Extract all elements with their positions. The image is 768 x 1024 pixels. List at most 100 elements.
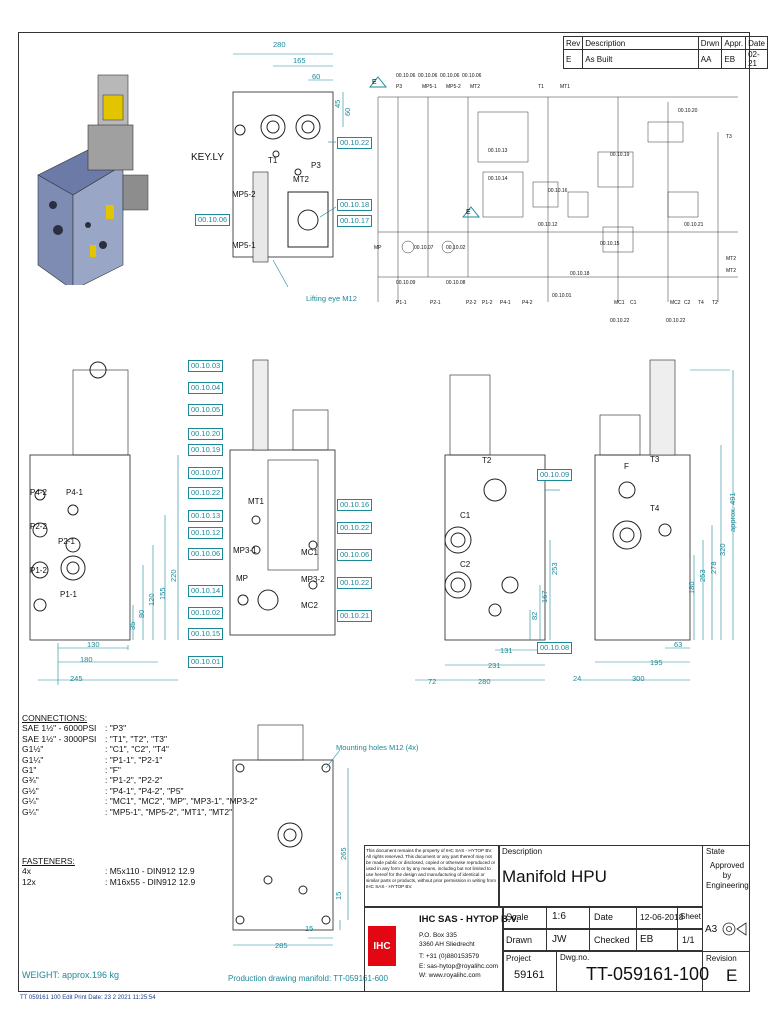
hydraulic-schematic — [368, 76, 738, 302]
connection-row: G½": "P4-1", "P4-2", "P5" — [22, 786, 258, 796]
port-label: MT1 — [248, 497, 264, 506]
schematic-code: 00.10.15 — [600, 241, 620, 247]
dim-label: 280 — [478, 677, 491, 686]
part-tag: 00.10.22 — [188, 487, 224, 499]
rev-cell: EB — [721, 49, 747, 69]
connection-ports: : "P1-2", "P2-2" — [105, 775, 163, 786]
fastener-spec: : M5x110 - DIN912 12.9 — [105, 866, 195, 877]
schematic-port: MT2 — [726, 256, 736, 262]
schematic-code: 00.10.06 — [418, 73, 438, 79]
middle-view-drawing — [229, 359, 336, 636]
dim-label: 155 — [158, 587, 167, 600]
part-tag: 00.10.02 — [188, 607, 224, 619]
dim-label: 15 — [334, 891, 343, 900]
lifting-eye-note: Lifting eye M12 — [306, 294, 357, 303]
company-name: IHC SAS - HYTOP B.V. — [419, 914, 519, 925]
part-tag: 00.10.09 — [537, 469, 573, 481]
format-value: A3 — [705, 924, 718, 935]
revision-label: Revision — [706, 954, 737, 963]
rev-cell: E — [562, 49, 584, 69]
port-label: T4 — [650, 504, 660, 513]
cell-divider — [556, 951, 703, 992]
connection-row: G1": "F" — [22, 765, 258, 775]
fasteners-title: FASTENERS: — [22, 856, 75, 866]
dim-label: 220 — [169, 569, 178, 582]
part-tag: 00.10.20 — [188, 428, 224, 440]
schematic-port: P3 — [396, 84, 403, 90]
schematic-port: T1 — [538, 84, 544, 90]
connection-size: SAE 1½" - 6000PSI — [22, 723, 97, 734]
connection-size: G¾" — [22, 775, 39, 786]
schematic-code: 00.10.02 — [446, 245, 466, 251]
schematic-code: 00.10.08 — [446, 280, 466, 286]
dim-label: 278 — [709, 561, 718, 574]
part-tag: 00.10.06 — [188, 548, 224, 560]
connection-size: SAE 1½" - 3000PSI — [22, 733, 97, 744]
part-tag: 00.10.17 — [337, 215, 373, 227]
dim-label: 165 — [293, 56, 306, 65]
connections-list: CONNECTIONS: SAE 1½" - 6000PSI: "P3" SAE… — [22, 713, 258, 817]
dim-label: 180 — [80, 655, 93, 664]
key-label: KEY.LY — [191, 152, 224, 163]
schematic-code: 00.10.20 — [678, 108, 698, 114]
address-line: T: +31 (0)880153579 — [419, 953, 480, 960]
connection-row: G¼": "MP5-1", "MP5-2", "MT1", "MT2" — [22, 807, 258, 817]
project-value: 59161 — [514, 969, 545, 981]
schematic-port: P4-2 — [522, 300, 533, 306]
port-label: C2 — [460, 560, 471, 569]
side-view-right-drawing — [580, 359, 734, 681]
schematic-port: P1-2 — [482, 300, 493, 306]
top-view-drawing — [228, 53, 344, 288]
schematic-port: MT2 — [470, 84, 480, 90]
rev-cell: 02-21 — [745, 49, 768, 69]
state-value: Approved by Engineering — [706, 861, 749, 890]
part-tag: 00.10.13 — [188, 510, 224, 522]
port-label: MP5-1 — [232, 241, 256, 250]
drawn-value: JW — [552, 934, 567, 945]
project-label: Project — [506, 954, 531, 963]
connections-title: CONNECTIONS: — [22, 713, 88, 723]
dim-label: approx. 491 — [728, 492, 737, 532]
dim-label: 15 — [305, 924, 314, 933]
dim-label: 231 — [488, 661, 501, 670]
cell-divider — [636, 907, 678, 951]
schematic-port: P4-1 — [500, 300, 511, 306]
schematic-code: 00.10.13 — [488, 148, 508, 154]
port-label: MP3-1 — [233, 546, 257, 555]
part-tag: 00.10.22 — [337, 577, 373, 589]
dim-label: 24 — [573, 674, 582, 683]
dim-label: 35 — [128, 621, 137, 630]
fasteners-list: FASTENERS: 4x: M5x110 - DIN912 12.9 12x:… — [22, 856, 195, 887]
address-line: E: sas-hytop@royalihc.com — [419, 963, 499, 970]
schematic-code: 00.10.12 — [538, 222, 558, 228]
dim-label: 131 — [500, 646, 513, 655]
description-value: Manifold HPU — [502, 867, 607, 886]
connection-size: G1¼" — [22, 754, 44, 765]
port-label: T2 — [482, 456, 492, 465]
fastener-row: 4x: M5x110 - DIN912 12.9 — [22, 866, 195, 876]
connection-row: SAE 1½" - 6000PSI: "P3" — [22, 723, 258, 733]
connection-size: G¼" — [22, 796, 39, 807]
port-label: MC2 — [301, 601, 318, 610]
description-box — [499, 845, 703, 907]
rev-marker: E — [466, 209, 471, 216]
dim-label: 45 — [333, 99, 342, 108]
connection-ports: : "MC1", "MC2", "MP", "MP3-1", "MP3-2" — [105, 796, 258, 807]
part-tag: 00.10.21 — [337, 610, 373, 622]
ihc-logo: IHC — [368, 926, 396, 966]
dim-label: 280 — [273, 40, 286, 49]
part-tag: 00.10.19 — [188, 444, 224, 456]
connection-row: SAE 1½" - 3000PSI : "T1", "T2", "T3" — [22, 734, 258, 744]
connection-ports: : "T1", "T2", "T3" — [105, 733, 168, 744]
cell-divider — [546, 907, 590, 951]
schematic-port: T3 — [726, 134, 732, 140]
address-line: P.O. Box 335 — [419, 932, 457, 939]
description-label: Description — [502, 847, 543, 856]
port-label: F — [624, 462, 629, 471]
dim-label: 72 — [428, 677, 437, 686]
rev-header: Rev — [562, 36, 584, 50]
connection-size: G½" — [22, 785, 39, 796]
part-tag: 00.10.22 — [337, 522, 373, 534]
connection-row: G1½": "C1", "C2", "T4" — [22, 744, 258, 754]
part-tag: 00.10.15 — [188, 628, 224, 640]
